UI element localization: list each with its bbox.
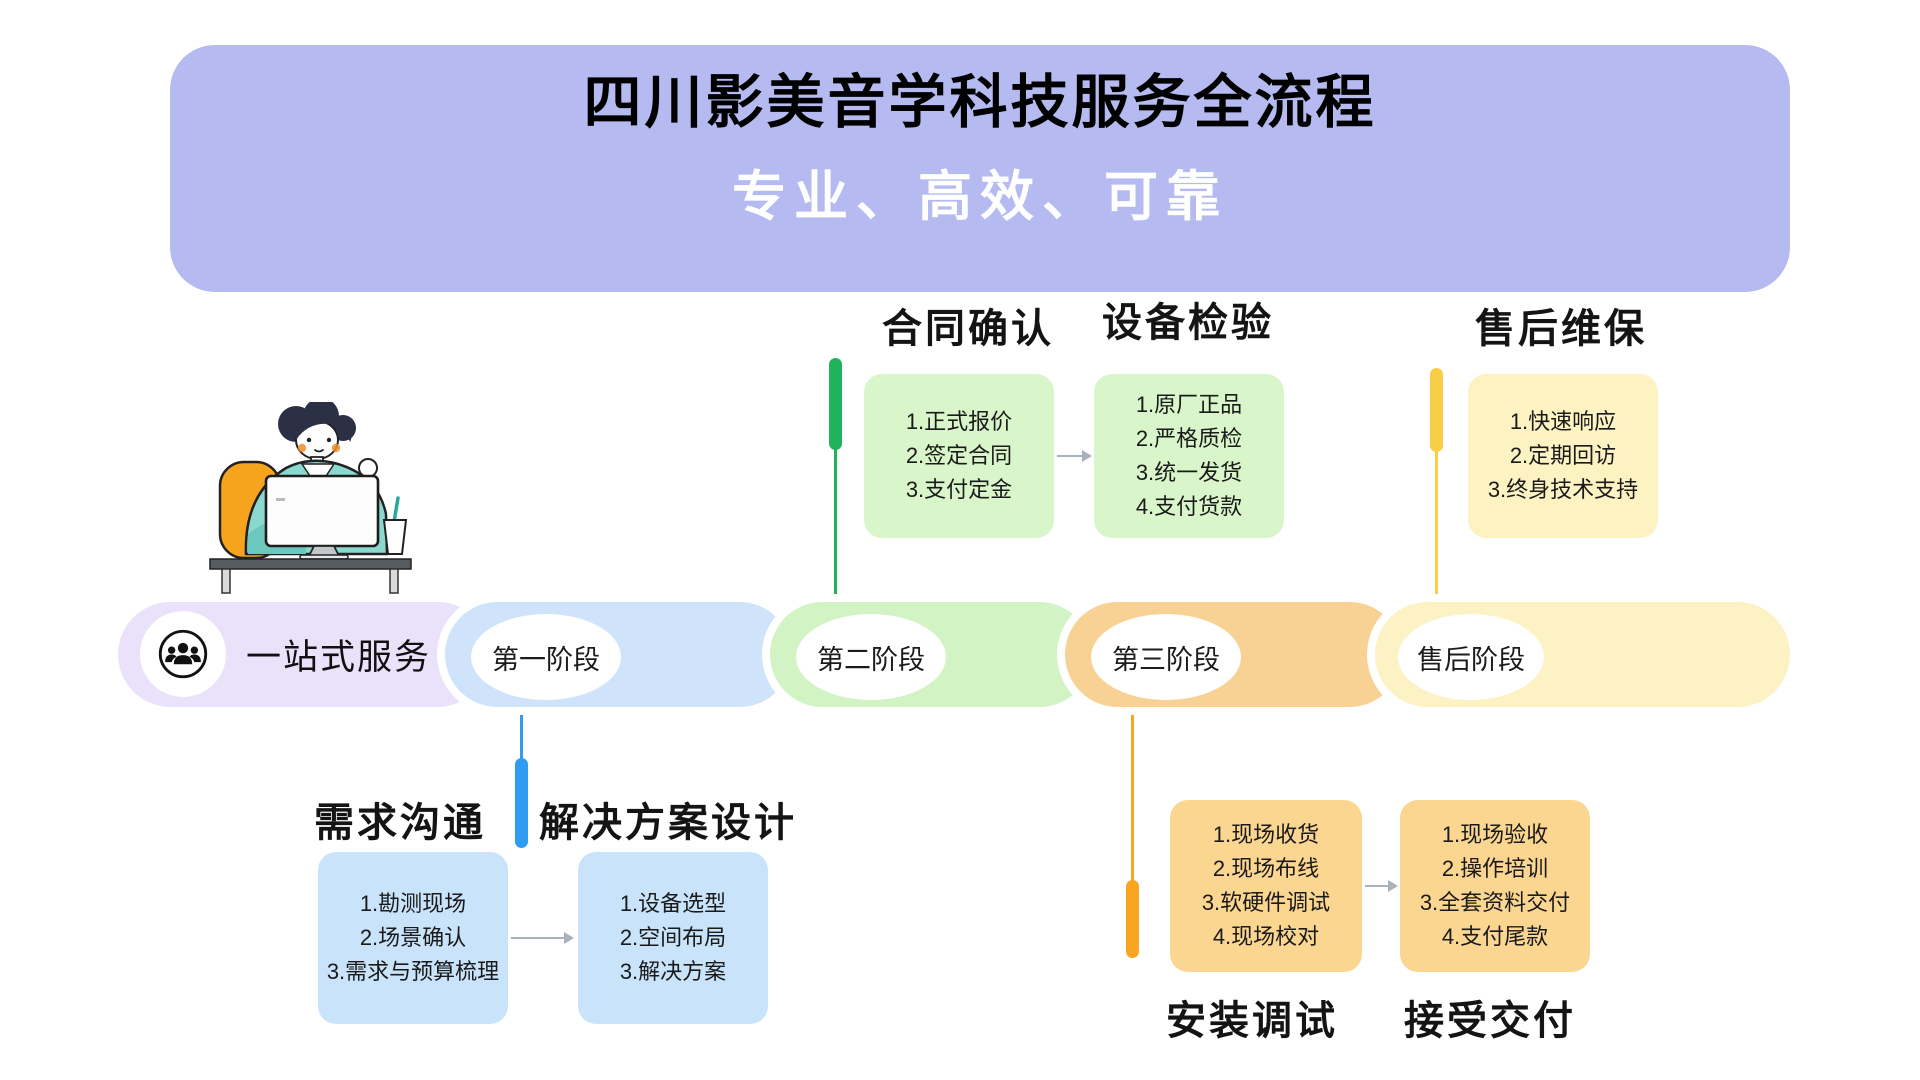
stage-label: 第二阶段 (817, 644, 925, 675)
stage-ellipse-2: 第二阶段 (796, 614, 946, 700)
info-item: 3.解决方案 (619, 959, 727, 984)
info-item: 3.全套资料交付 (1419, 890, 1571, 915)
info-item: 3.需求与预算梳理 (326, 959, 500, 984)
info-box-device: 1.原厂正品 2.严格质检 3.统一发货 4.支付货款 (1094, 374, 1284, 538)
info-list: 1.勘测现场 2.场景确认 3.需求与预算梳理 (327, 887, 499, 989)
info-item: 2.签定合同 (905, 443, 1013, 468)
info-item: 1.勘测现场 (359, 891, 467, 916)
info-list: 1.设备选型 2.空间布局 3.解决方案 (620, 887, 726, 989)
connector-marker (1126, 880, 1139, 958)
info-item: 1.现场收货 (1212, 822, 1320, 847)
stage-label: 第三阶段 (1112, 644, 1220, 675)
poster-subtitle: 专业、高效、可靠 (732, 167, 1228, 227)
info-box-contract: 1.正式报价 2.签定合同 3.支付定金 (864, 374, 1054, 538)
connector-marker (1430, 368, 1443, 452)
info-item: 1.正式报价 (905, 409, 1013, 434)
timeline-intro-label: 一站式服务 (246, 638, 432, 677)
arrow-demand-to-solution (511, 932, 574, 944)
title-banner: 四川影美音学科技服务全流程 专业、高效、可靠 (170, 45, 1790, 292)
section-title-aftersale: 售后维保 (1475, 307, 1647, 351)
stage-label: 第一阶段 (492, 644, 600, 675)
info-item: 3.终身技术支持 (1487, 477, 1639, 502)
section-title-device: 设备检验 (1102, 301, 1274, 345)
info-box-aftersale: 1.快速响应 2.定期回访 3.终身技术支持 (1468, 374, 1658, 538)
info-item: 4.支付尾款 (1441, 924, 1549, 949)
info-box-solution: 1.设备选型 2.空间布局 3.解决方案 (578, 852, 768, 1024)
section-title-demand: 需求沟通 (314, 801, 486, 845)
info-box-delivery: 1.现场验收 2.操作培训 3.全套资料交付 4.支付尾款 (1400, 800, 1590, 972)
connector-line (834, 440, 837, 604)
info-item: 4.现场校对 (1212, 924, 1320, 949)
person-at-desk-illustration (209, 402, 412, 594)
section-title-contract: 合同确认 (882, 307, 1054, 351)
connector-marker (515, 758, 528, 848)
group-icon-glyph (158, 629, 208, 679)
arrow-install-to-delivery (1365, 880, 1398, 892)
connector-line (520, 706, 523, 766)
section-title-delivery: 接受交付 (1404, 999, 1576, 1043)
info-item: 3.软硬件调试 (1201, 890, 1331, 915)
info-item: 1.原厂正品 (1135, 392, 1243, 417)
info-item: 2.严格质检 (1135, 426, 1243, 451)
connector-marker (829, 358, 842, 450)
arrow-contract-to-device (1057, 450, 1092, 462)
stage-label: 售后阶段 (1417, 644, 1525, 675)
connector-line (1131, 706, 1134, 888)
info-list: 1.现场收货 2.现场布线 3.软硬件调试 4.现场校对 (1202, 818, 1330, 954)
info-item: 1.设备选型 (619, 891, 727, 916)
info-item: 4.支付货款 (1135, 494, 1243, 519)
stage-ellipse-4: 售后阶段 (1398, 614, 1544, 700)
section-title-install: 安装调试 (1166, 999, 1338, 1043)
info-item: 1.快速响应 (1509, 409, 1617, 434)
info-item: 2.现场布线 (1212, 856, 1320, 881)
info-item: 2.空间布局 (619, 925, 727, 950)
info-list: 1.快速响应 2.定期回访 3.终身技术支持 (1488, 405, 1638, 507)
stage-ellipse-3: 第三阶段 (1091, 614, 1241, 700)
info-list: 1.原厂正品 2.严格质检 3.统一发货 4.支付货款 (1136, 388, 1242, 524)
info-item: 1.现场验收 (1441, 822, 1549, 847)
info-item: 3.支付定金 (905, 477, 1013, 502)
info-item: 2.操作培训 (1441, 856, 1549, 881)
info-item: 2.定期回访 (1509, 443, 1617, 468)
section-title-solution: 解决方案设计 (539, 801, 797, 845)
info-item: 3.统一发货 (1135, 460, 1243, 485)
poster-title: 四川影美音学科技服务全流程 (583, 70, 1377, 135)
stage-ellipse-1: 第一阶段 (471, 614, 621, 700)
group-icon (140, 611, 226, 697)
connector-line (1435, 442, 1438, 604)
info-list: 1.正式报价 2.签定合同 3.支付定金 (906, 405, 1012, 507)
info-box-demand: 1.勘测现场 2.场景确认 3.需求与预算梳理 (318, 852, 508, 1024)
info-list: 1.现场验收 2.操作培训 3.全套资料交付 4.支付尾款 (1420, 818, 1570, 954)
info-item: 2.场景确认 (359, 925, 467, 950)
info-box-install: 1.现场收货 2.现场布线 3.软硬件调试 4.现场校对 (1170, 800, 1362, 972)
